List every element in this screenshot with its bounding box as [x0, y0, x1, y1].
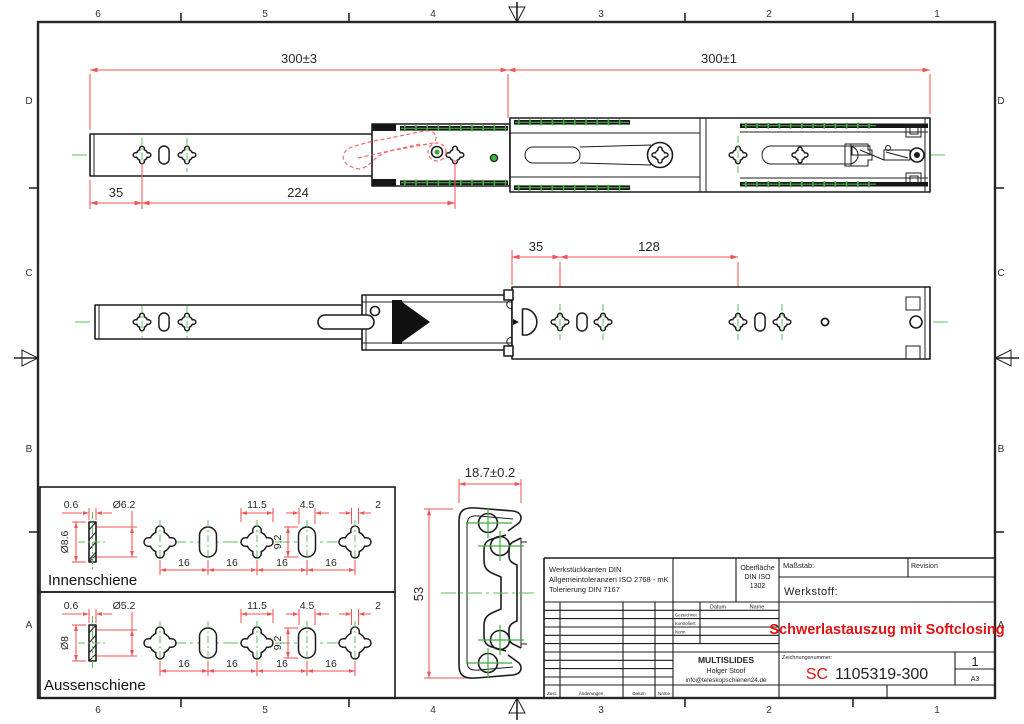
zone-col-label: 1 [934, 9, 940, 20]
center-mark-left [14, 349, 40, 367]
dim-pitch: 16 [178, 557, 190, 569]
dim-cross: 11.5 [247, 499, 267, 511]
zone-col-label: 2 [766, 705, 772, 716]
dim-head: Ø8.6 [59, 530, 71, 553]
innenschiene-label: Innenschiene [48, 572, 137, 589]
dim-slot-w: 4.5 [300, 600, 315, 612]
top-view-extended-slide: 300±3 300±1 [72, 51, 948, 209]
dim-slot-h: 9.2 [272, 535, 284, 550]
company-name: MULTISLIDES [698, 655, 754, 665]
rev-date-label: Datum [632, 691, 646, 696]
dim-cross: 11.5 [247, 600, 267, 612]
sheet-number: 1 [971, 654, 978, 669]
zone-col-label: 5 [262, 9, 268, 20]
surface-note-line3: 1302 [750, 583, 766, 590]
dim-hole: Ø6.2 [113, 499, 136, 511]
dim-span: 128 [638, 239, 660, 254]
zone-row-label: D [997, 96, 1004, 107]
dim-pitch: 16 [276, 557, 288, 569]
dim-thickness: 0.6 [64, 499, 79, 511]
zone-col-label: 4 [430, 9, 436, 20]
release-lever-hidden-outline [342, 130, 447, 170]
dim-pitch: 16 [325, 557, 337, 569]
center-mark-right [993, 349, 1019, 367]
dim-hole-span: 224 [287, 185, 309, 200]
detail-innenschiene: 0.6 Ø8.6 Ø6.2 11.5 4.5 2 9.2 16 16 16 16… [39, 486, 396, 593]
zone-row-label: A [26, 620, 33, 631]
zone-labels: 6 5 4 3 2 1 6 5 4 3 2 1 D C B A D C B A [25, 9, 1004, 716]
zone-row-label: A [998, 620, 1005, 631]
rev-name-label: Name [658, 691, 671, 696]
zone-row-label: B [26, 444, 33, 455]
dim-total-inner: 300±3 [281, 51, 317, 66]
detail-aussenschiene: 0.6 Ø8 Ø5.2 11.5 4.5 2 9.2 16 16 16 16 A… [39, 591, 396, 699]
zone-col-label: 1 [934, 705, 940, 716]
dim-edge: 2 [375, 499, 381, 511]
cross-section-view: 18.7±0.2 53 [411, 465, 538, 679]
scale-label: Maßstab: [783, 561, 814, 570]
dim-total-outer: 300±1 [701, 51, 737, 66]
drawing-number-label: Zeichnungsnummer: [782, 655, 833, 661]
dim-section-height: 53 [411, 587, 426, 601]
dim-slot-w: 4.5 [300, 499, 315, 511]
tolerance-note-line2: Allgemeintoleranzen ISO 2768 - mK [549, 575, 669, 584]
tolerance-note-line3: Tolerierung DIN 7167 [549, 585, 620, 594]
dim-hole: Ø5.2 [113, 600, 136, 612]
rev-changes-label: Änderungen [579, 690, 604, 696]
company-email: info@teleskopschienen24.de [686, 677, 767, 684]
dim-end-offset: 35 [109, 185, 123, 200]
tolerance-note-line1: Werkstückkanten DIN [549, 565, 621, 574]
zone-col-label: 6 [95, 9, 101, 20]
dim-pitch: 16 [226, 658, 238, 670]
surface-note-line2: DIN ISO [744, 574, 771, 581]
row-drawn-label: Gezeichnet [675, 613, 698, 618]
part-title: Schwerlastauszug mit Softclosing [769, 622, 1004, 638]
dim-pitch: 16 [325, 658, 337, 670]
drawing-number-value: 1105319-300 [835, 666, 928, 683]
d-shaped-hole [521, 308, 538, 336]
company-contact: Holger Stoof [707, 668, 746, 675]
zone-col-label: 2 [766, 9, 772, 20]
zone-row-label: C [997, 268, 1004, 279]
dim-pitch: 16 [178, 658, 190, 670]
surface-note-line1: Oberfläche [740, 565, 774, 572]
zone-row-label: D [25, 96, 32, 107]
material-label: Werkstoff: [784, 586, 838, 598]
middle-view-slide: 35 128 [75, 239, 948, 360]
dim-section-width: 18.7±0.2 [465, 465, 516, 480]
dim-pitch: 16 [226, 557, 238, 569]
center-mark-top [508, 2, 526, 24]
drawing-frame: 6 5 4 3 2 1 6 5 4 3 2 1 D C B A D C B A [14, 2, 1019, 720]
row-standard-label: Norm [675, 629, 686, 634]
dim-edge: 2 [375, 600, 381, 612]
zone-col-label: 3 [598, 705, 604, 716]
aussenschiene-label: Aussenschiene [44, 677, 146, 694]
zone-col-label: 6 [95, 705, 101, 716]
row-checked-label: Kontrolliert [675, 621, 696, 626]
drawing-number-prefix: SC [806, 666, 828, 683]
dim-offset: 35 [529, 239, 543, 254]
column-date-label: Datum [710, 605, 727, 611]
zone-row-label: C [25, 268, 32, 279]
rev-state-label: Zust. [547, 691, 557, 696]
revision-label: Revision [911, 563, 938, 570]
center-mark-bottom [508, 696, 526, 720]
zone-col-label: 5 [262, 705, 268, 716]
dim-head: Ø8 [59, 636, 71, 650]
zone-row-label: B [998, 444, 1005, 455]
zone-col-label: 4 [430, 705, 436, 716]
dim-thickness: 0.6 [64, 600, 79, 612]
title-block: Werkstückkanten DIN Allgemeintoleranzen … [543, 557, 1005, 698]
dim-slot-h: 9.2 [272, 636, 284, 651]
dim-pitch: 16 [276, 658, 288, 670]
paper-format: A3 [971, 676, 980, 683]
drawing-number: SC 1105319-300 [806, 666, 928, 683]
column-name-label: Name [750, 605, 765, 611]
zone-col-label: 3 [598, 9, 604, 20]
